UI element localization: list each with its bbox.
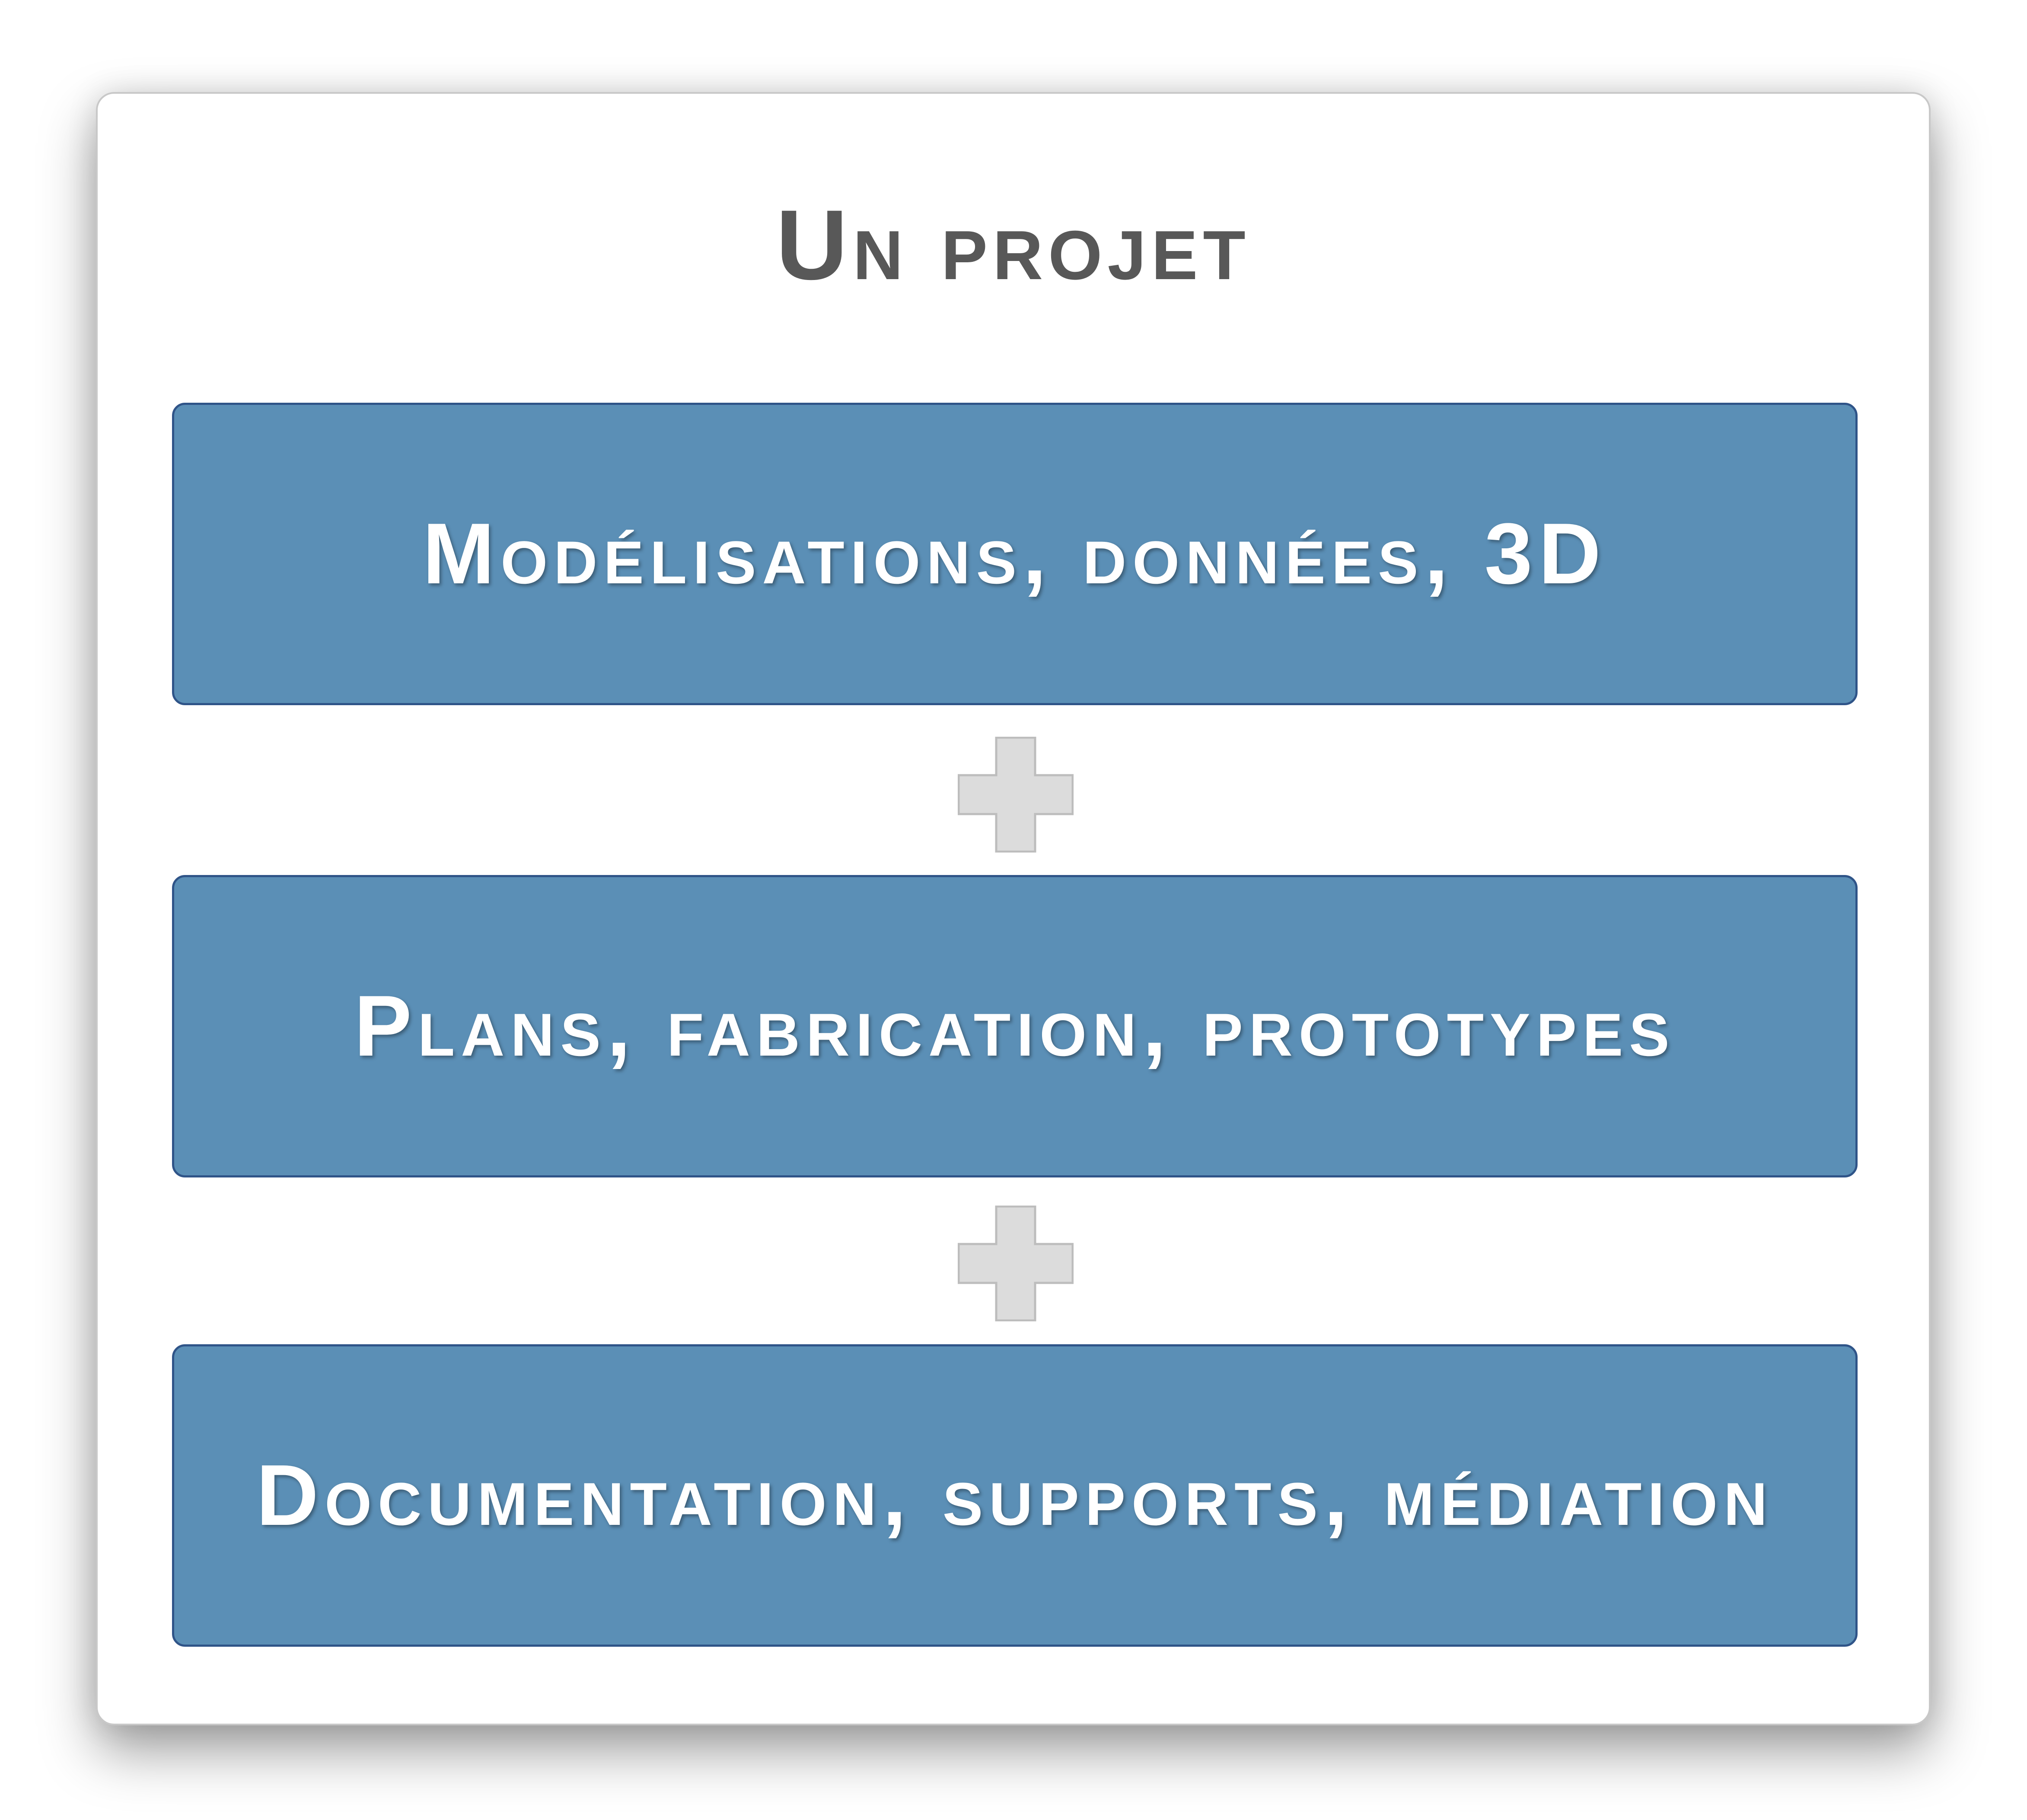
plus-icon [958,737,1074,853]
block-plans: Plans, fabrication, prototypes [172,875,1858,1177]
diagram-title: Un projet [776,189,1251,300]
plus-icon [958,1206,1074,1321]
block-label: Documentation, supports, médiation [256,1447,1774,1543]
block-documentation: Documentation, supports, médiation [172,1344,1858,1647]
block-label: Modélisations, données, 3D [422,506,1607,602]
block-modelisations: Modélisations, données, 3D [172,403,1858,705]
diagram-card: Un projet Modélisations, données, 3D Pla… [96,92,1931,1725]
block-label: Plans, fabrication, prototypes [354,978,1676,1074]
